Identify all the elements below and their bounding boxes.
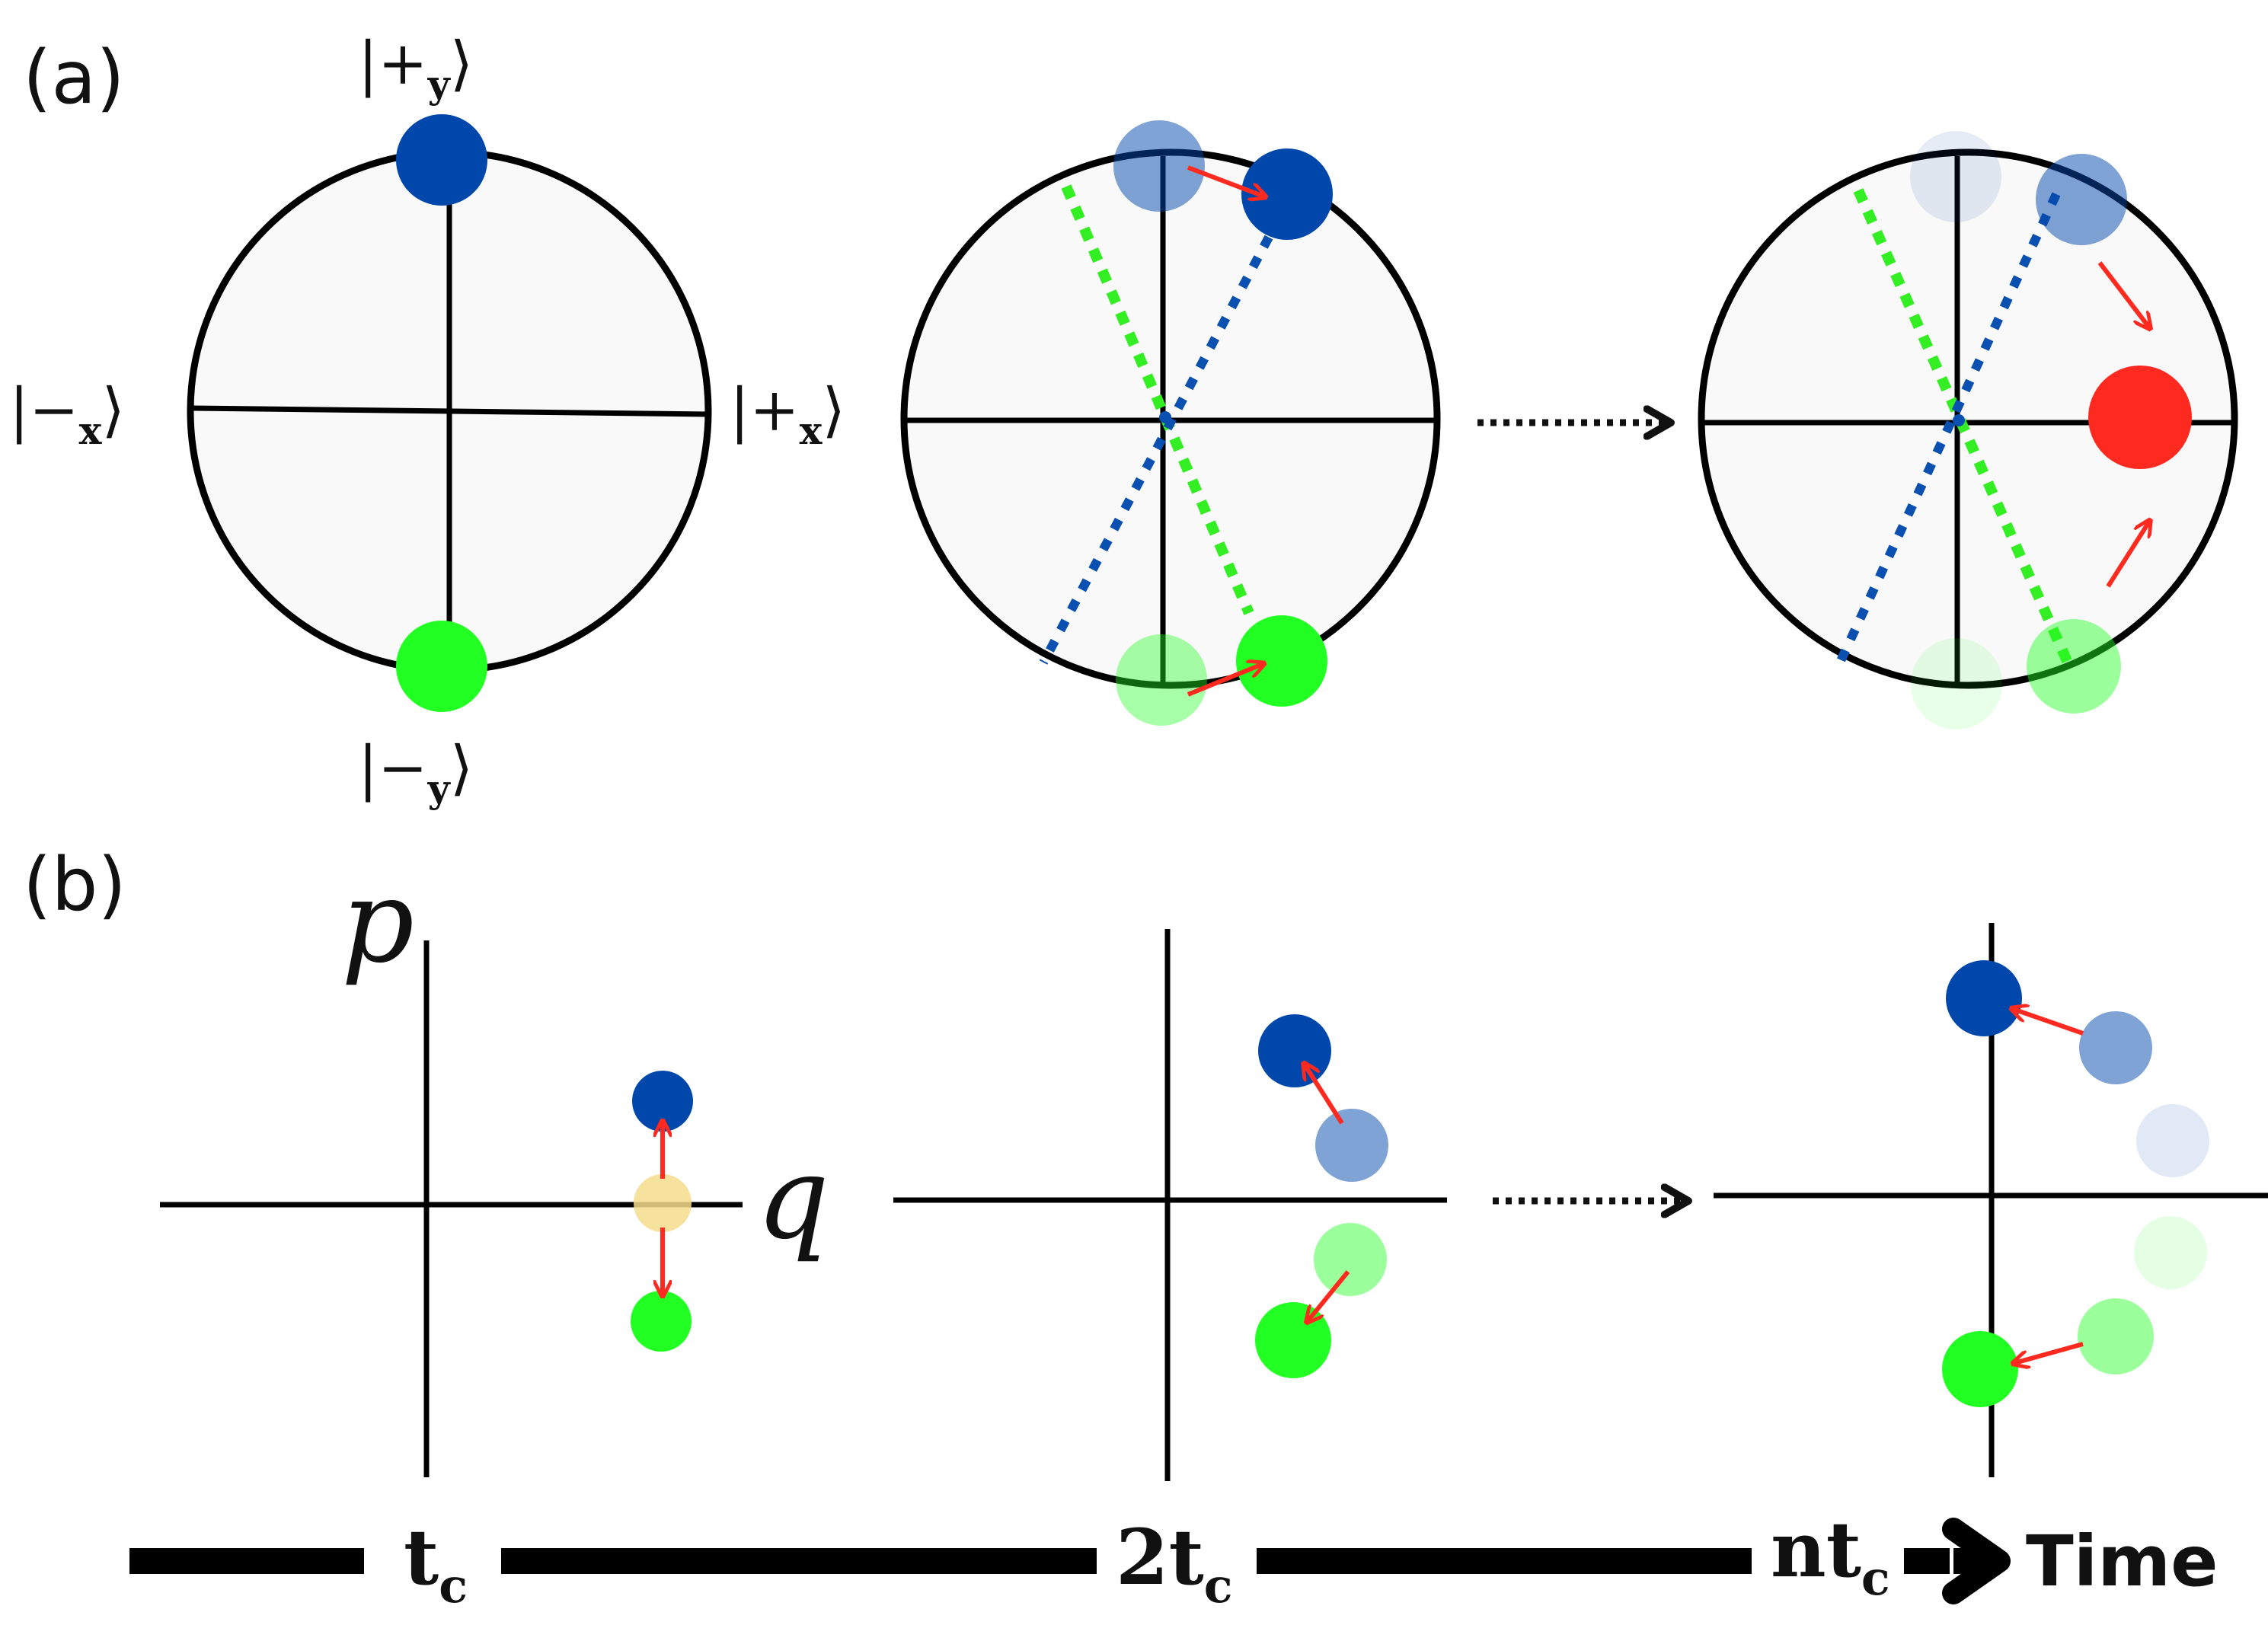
time-tick-n: ntc <box>1771 1505 1890 1606</box>
green-state-dot <box>631 1291 692 1352</box>
bloch-circle-step <box>900 120 1441 726</box>
green-state-dot <box>1255 1302 1331 1378</box>
blue-state-ghost <box>2136 1104 2209 1177</box>
panel-a-label: (a) <box>23 35 125 120</box>
green-state-dot <box>396 621 487 712</box>
rotation-arrow <box>1308 1270 1350 1321</box>
panel-b-label: (b) <box>23 842 126 927</box>
phase-space-t1: p q <box>160 856 829 1477</box>
blue-dotted-axis <box>1039 215 1284 665</box>
axis-label-q: q <box>756 1132 829 1265</box>
green-state-dot <box>1942 1331 2018 1407</box>
blue-state-faded <box>2079 1011 2152 1084</box>
blue-state-faded <box>1113 120 1205 212</box>
center-point <box>1953 414 1965 426</box>
green-dotted-axis <box>1061 184 1254 615</box>
blue-state-dot <box>396 114 487 206</box>
panel-a: (a) |+y⟩ |−y⟩ |−x⟩ |+x⟩ <box>9 30 2238 811</box>
time-tick-2: 2tc <box>1116 1512 1233 1614</box>
ket-minus-y: |−y⟩ <box>358 734 473 811</box>
bloch-circle-final <box>1698 131 2238 729</box>
rotation-arrow <box>1305 1065 1344 1125</box>
time-axis-label: Time <box>2026 1521 2218 1602</box>
rotation-arrow <box>2014 1342 2084 1363</box>
blue-state-dot <box>1946 960 2022 1036</box>
bloch-circle-initial: |+y⟩ |−y⟩ |−x⟩ |+x⟩ <box>9 30 845 811</box>
ket-minus-x: |−x⟩ <box>9 376 125 453</box>
blue-state-dot <box>1258 1014 1331 1087</box>
green-state-dot <box>1236 615 1327 707</box>
blue-state-faded <box>1315 1109 1388 1182</box>
green-state-faded <box>2078 1298 2154 1374</box>
ket-plus-x: |+x⟩ <box>730 376 845 453</box>
label-gap <box>1752 1515 1904 1614</box>
green-dotted-axis <box>1853 188 2073 665</box>
blue-dotted-axis <box>1835 192 2061 666</box>
phase-space-tn <box>1714 923 2268 1477</box>
circle-outline <box>1698 148 2238 689</box>
time-arrow-icon <box>1942 1518 2011 1604</box>
blue-state-ghost <box>1910 131 2001 222</box>
ket-plus-y: |+y⟩ <box>358 30 473 107</box>
convergence-arrow <box>2106 522 2149 588</box>
phase-space-t2 <box>893 929 1447 1481</box>
label-gap <box>364 1515 501 1614</box>
label-gap <box>1097 1515 1257 1614</box>
green-state-faded <box>2027 619 2121 714</box>
rotation-arrow <box>1187 664 1263 697</box>
convergence-arrow <box>2097 261 2149 327</box>
overlap-state-dot <box>634 1174 692 1232</box>
green-state-ghost <box>1911 638 2002 729</box>
green-state-faded <box>1116 634 1207 726</box>
horizontal-axis <box>190 405 709 417</box>
timeline: tc 2tc ntc Time <box>129 1505 2218 1614</box>
time-tick-1: tc <box>404 1512 468 1614</box>
rotation-arrow <box>2013 1009 2084 1036</box>
blue-state-faded <box>2036 154 2127 245</box>
green-state-ghost <box>2134 1216 2207 1289</box>
center-point <box>1159 411 1171 423</box>
red-state-dot <box>2088 366 2192 469</box>
axis-label-p: p <box>341 856 414 988</box>
green-state-faded <box>1314 1223 1387 1296</box>
panel-b: (b) p q <box>23 842 2268 1481</box>
rotation-arrow <box>1187 165 1264 196</box>
blue-state-dot <box>632 1071 693 1132</box>
blue-state-dot <box>1241 148 1333 240</box>
